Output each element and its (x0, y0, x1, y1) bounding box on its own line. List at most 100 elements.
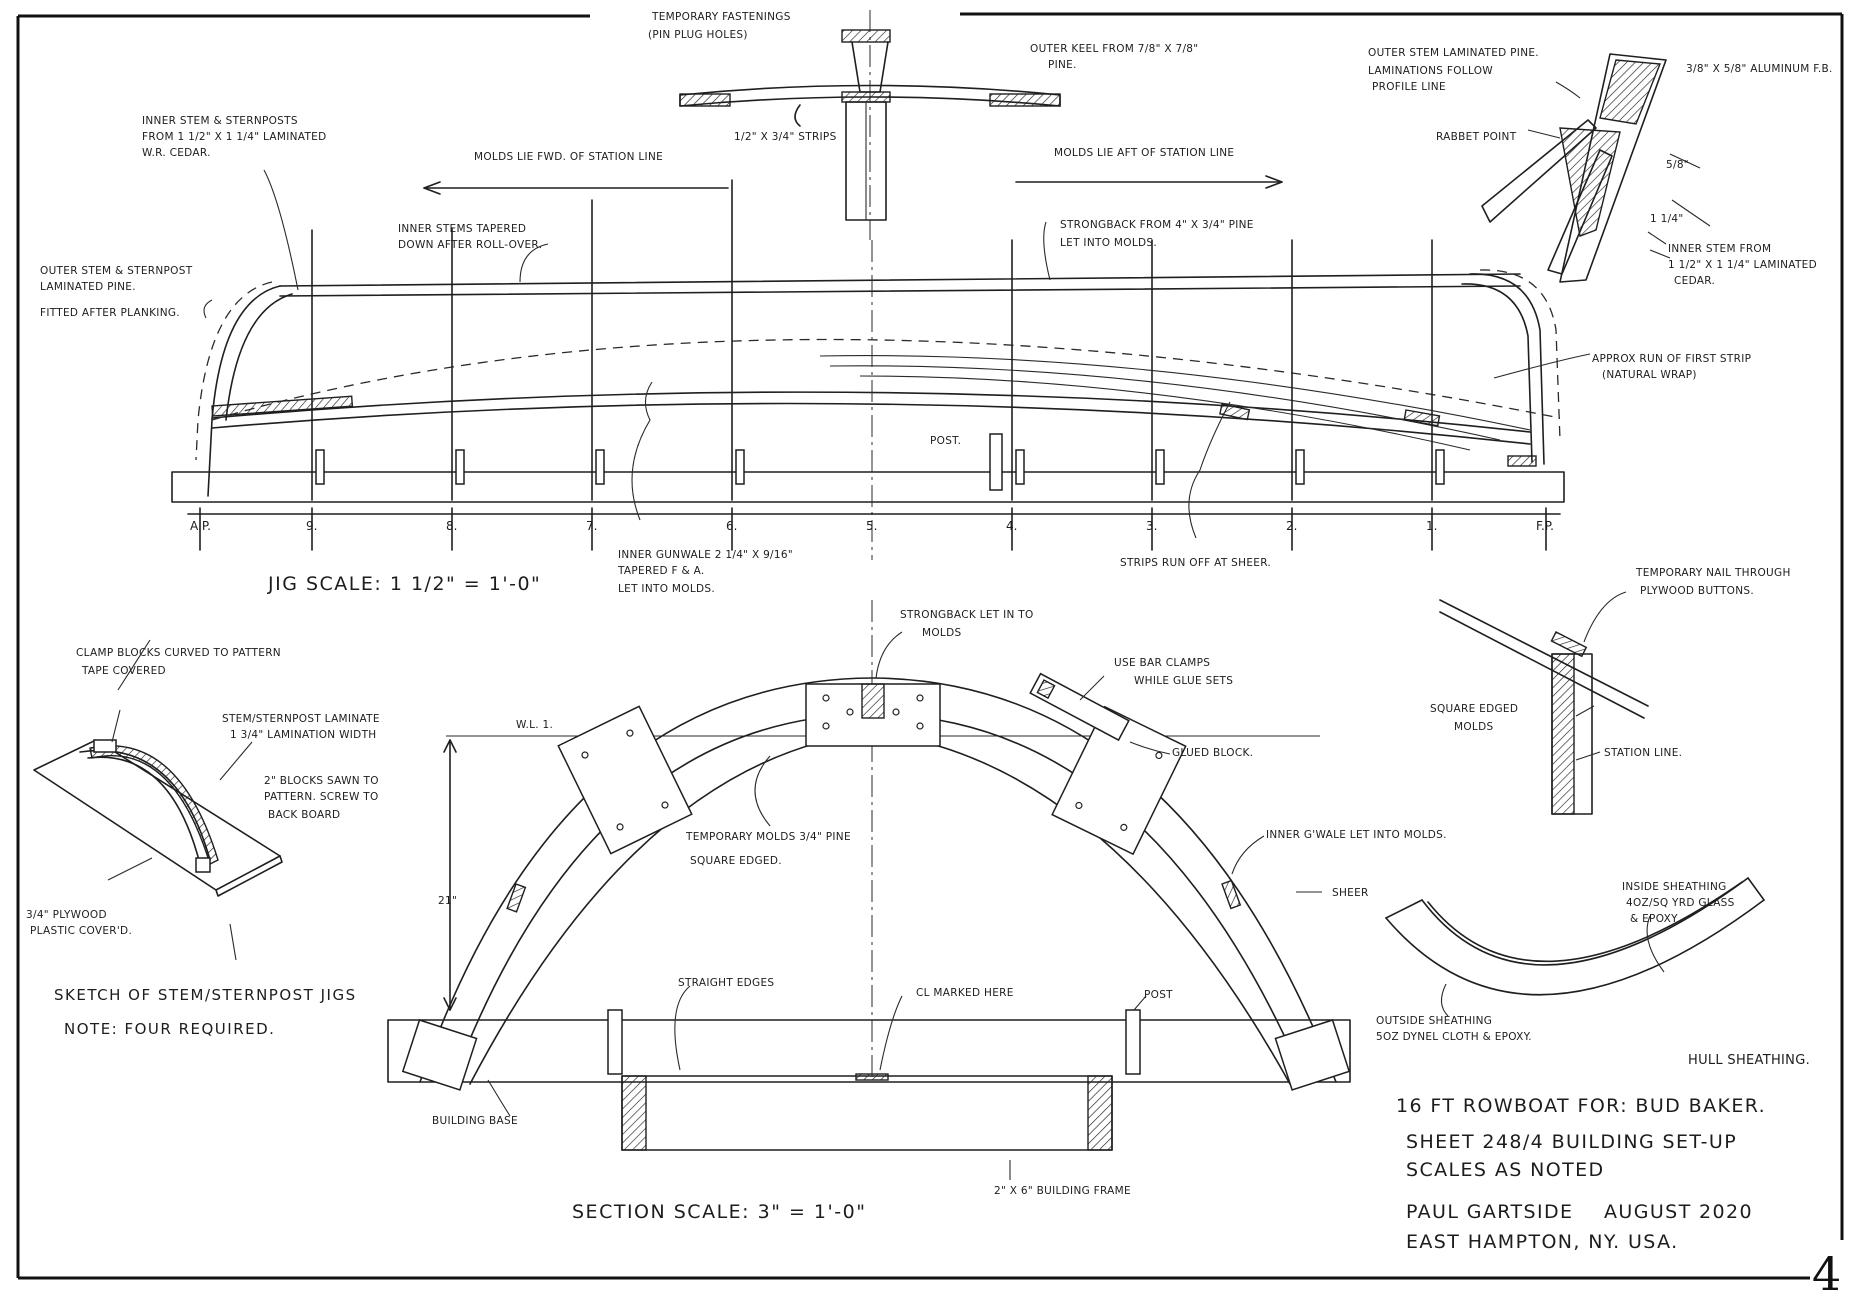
station-9: 9. (306, 519, 317, 533)
station-2: 2. (1286, 519, 1297, 533)
station-ticks (199, 507, 1547, 551)
note-inner-stem-1: INNER STEM & STERNPOSTS (142, 115, 298, 127)
note-stem-inner-1: INNER STEM FROM (1668, 243, 1771, 255)
note-strips: 1/2" x 3/4" STRIPS (734, 131, 837, 143)
note-blocks-1: 2" BLOCKS SAWN TO (264, 775, 379, 787)
note-square-edged-1: SQUARE EDGED (1430, 703, 1518, 715)
note-wl: W.L. 1. (516, 719, 553, 731)
note-inside-sheathing-2: 4oz/SQ YRD GLASS (1626, 897, 1735, 909)
note-temp-nail-2: PLYWOOD BUTTONS. (1640, 585, 1754, 597)
mold-detail-notes: TEMPORARY NAIL THROUGH PLYWOOD BUTTONS. … (1430, 567, 1791, 759)
note-stem-outer-3: PROFILE LINE (1372, 81, 1446, 93)
title-block: 16 FT ROWBOAT FOR: BUD BAKER. SHEET 248/… (1396, 1095, 1841, 1300)
title-line-2: SHEET 248/4 BUILDING SET-UP (1406, 1131, 1737, 1153)
note-blocks-3: BACK BOARD (268, 809, 340, 821)
note-first-strip-2: (NATURAL WRAP) (1602, 369, 1697, 381)
title-date: AUGUST 2020 (1604, 1201, 1753, 1223)
jig-scale-label: JIG SCALE: 1 1/2" = 1'-0" (267, 573, 541, 595)
note-inner-gunwale-2: TAPERED F & A. (617, 565, 705, 577)
title-line-1: 16 FT ROWBOAT FOR: BUD BAKER. (1396, 1095, 1766, 1117)
stem-detail-notes: OUTER STEM LAMINATED PINE. LAMINATIONS F… (1368, 47, 1833, 287)
note-building-frame: 2" x 6" BUILDING FRAME (994, 1185, 1131, 1197)
note-outer-stem-2: LAMINATED PINE. (40, 281, 136, 293)
note-inner-gunwale-3: LET INTO MOLDS. (618, 583, 715, 595)
title-designer: PAUL GARTSIDE (1406, 1201, 1573, 1223)
note-bar-clamps-2: WHILE GLUE SETS (1134, 675, 1233, 687)
jig-sketch-caption: SKETCH OF STEM/STERNPOST JIGS (54, 986, 357, 1004)
note-building-base: BUILDING BASE (432, 1115, 518, 1127)
stem-jig-sketch (33, 639, 283, 961)
sheet-number: 4 (1812, 1247, 1841, 1300)
note-plywood-1: 3/4" PLYWOOD (26, 909, 107, 921)
station-labels: A.P. 9. 8. 7. 6. 5. 4. 3. 2. 1. F.P. (190, 519, 1554, 533)
station-lines (311, 179, 1433, 560)
mold-section (387, 600, 1351, 1180)
note-first-strip-1: APPROX RUN OF FIRST STRIP (1592, 353, 1751, 365)
note-inner-gwale: INNER G'WALE LET INTO MOLDS. (1266, 829, 1447, 841)
note-rabbet: RABBET POINT (1436, 131, 1517, 143)
note-stem-outer-2: LAMINATIONS FOLLOW (1368, 65, 1493, 77)
note-square-edged-2: MOLDS (1454, 721, 1493, 733)
note-laminate-1: STEM/STERNPOST LAMINATE (222, 713, 380, 725)
dim-5-8: 5/8" (1666, 159, 1689, 171)
mold-edge-detail (1439, 591, 1649, 815)
station-1: 1. (1426, 519, 1437, 533)
profile-notes: TEMPORARY FASTENINGS (PIN PLUG HOLES) OU… (40, 11, 1751, 595)
jig-profile (171, 169, 1591, 560)
stem-detail (1481, 53, 1711, 283)
station-4: 4. (1006, 519, 1017, 533)
note-outer-keel-2: PINE. (1048, 59, 1077, 71)
note-outer-keel-1: OUTER KEEL FROM 7/8" x 7/8" (1030, 43, 1198, 55)
jig-sketch-note: NOTE: FOUR REQUIRED. (64, 1020, 275, 1038)
note-clamp-blocks-1: CLAMP BLOCKS CURVED TO PATTERN (76, 647, 281, 659)
station-7: 7. (586, 519, 597, 533)
note-stem-inner-2: 1 1/2" x 1 1/4" LAMINATED (1668, 259, 1817, 271)
note-temp-nail-1: TEMPORARY NAIL THROUGH (1635, 567, 1791, 579)
note-post-section: POST (1144, 989, 1173, 1001)
note-blocks-2: PATTERN. SCREW TO (264, 791, 379, 803)
note-stem-outer-1: OUTER STEM LAMINATED PINE. (1368, 47, 1539, 59)
note-inner-stem-2: FROM 1 1/2" x 1 1/4" LAMINATED (142, 131, 326, 143)
note-inside-sheathing-1: INSIDE SHEATHING (1622, 881, 1727, 893)
sheet-border (16, 12, 1844, 1280)
title-location: EAST HAMPTON, NY. USA. (1406, 1231, 1679, 1253)
note-bar-clamps-1: USE BAR CLAMPS (1114, 657, 1210, 669)
note-molds-aft: MOLDS LIE AFT OF STATION LINE (1054, 147, 1234, 159)
note-strongback-1: STRONGBACK FROM 4" x 3/4" PINE (1060, 219, 1254, 231)
note-inner-gunwale-1: INNER GUNWALE 2 1/4" x 9/16" (618, 549, 793, 561)
note-inner-stem-3: W.R. CEDAR. (142, 147, 211, 159)
note-strongback-molds-1: STRONGBACK LET IN TO (900, 609, 1034, 621)
note-outer-stem-3: FITTED AFTER PLANKING. (40, 307, 180, 319)
note-inside-sheathing-3: & EPOXY (1630, 913, 1678, 925)
station-3: 3. (1146, 519, 1157, 533)
jig-sketch-notes: CLAMP BLOCKS CURVED TO PATTERN TAPE COVE… (26, 647, 380, 1038)
dim-21: 21" (438, 895, 457, 907)
dim-1-1-4: 1 1/4" (1650, 213, 1684, 225)
station-ap: A.P. (190, 519, 211, 533)
note-strongback-2: LET INTO MOLDS. (1060, 237, 1157, 249)
note-station-line: STATION LINE. (1604, 747, 1682, 759)
note-laminate-2: 1 3/4" LAMINATION WIDTH (230, 729, 376, 741)
section-notes: STRONGBACK LET IN TO MOLDS W.L. 1. USE B… (432, 609, 1447, 1223)
hull-sheathing-notes: INSIDE SHEATHING 4oz/SQ YRD GLASS & EPOX… (1376, 881, 1810, 1068)
station-5: 5. (866, 519, 877, 533)
station-6: 6. (726, 519, 737, 533)
note-outside-sheathing-1: OUTSIDE SHEATHING (1376, 1015, 1492, 1027)
note-inner-stems-tapered-1: INNER STEMS TAPERED (398, 223, 526, 235)
note-temp-fastenings-1: TEMPORARY FASTENINGS (651, 11, 791, 23)
note-aluminum: 3/8" x 5/8" ALUMINUM F.B. (1686, 63, 1833, 75)
note-outer-stem-1: OUTER STEM & STERNPOST (40, 265, 193, 277)
section-scale-label: SECTION SCALE: 3" = 1'-0" (572, 1201, 866, 1223)
station-8: 8. (446, 519, 457, 533)
note-stem-inner-3: CEDAR. (1674, 275, 1715, 287)
note-molds-fwd: MOLDS LIE FWD. OF STATION LINE (474, 151, 663, 163)
title-line-3: SCALES AS NOTED (1406, 1159, 1605, 1181)
note-glued-block: GLUED BLOCK. (1172, 747, 1253, 759)
note-cl-marked: CL MARKED HERE (916, 987, 1014, 999)
hull-sheathing-detail (1385, 877, 1765, 1017)
note-temp-fastenings-2: (PIN PLUG HOLES) (648, 29, 748, 41)
note-clamp-blocks-2: TAPE COVERED (81, 665, 166, 677)
station-fp: F.P. (1536, 519, 1554, 533)
